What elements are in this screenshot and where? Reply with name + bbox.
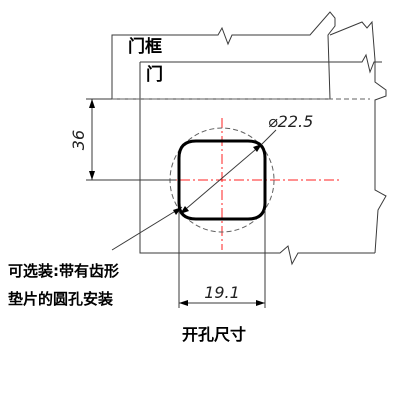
diameter-label: ⌀22.5 bbox=[268, 112, 313, 131]
hole-cutout-outline bbox=[177, 139, 267, 221]
note-leader bbox=[111, 206, 183, 251]
door-frame-outline bbox=[111, 11, 376, 100]
caption: 开孔尺寸 bbox=[182, 325, 246, 344]
door-frame-label: 门框 bbox=[128, 36, 162, 57]
door-label: 门 bbox=[146, 64, 163, 85]
note-line-1: 可选装:带有齿形 bbox=[8, 262, 119, 280]
width-label: 19.1 bbox=[204, 283, 240, 302]
note-line-2: 垫片的圆孔安装 bbox=[8, 290, 114, 308]
height-dimension: 36 bbox=[69, 98, 176, 181]
width-dimension: 19.1 bbox=[178, 210, 266, 308]
door-outline bbox=[139, 53, 387, 266]
centerlines bbox=[90, 118, 342, 250]
height-label: 36 bbox=[69, 130, 88, 150]
diameter-dimension: ⌀22.5 bbox=[179, 112, 313, 215]
